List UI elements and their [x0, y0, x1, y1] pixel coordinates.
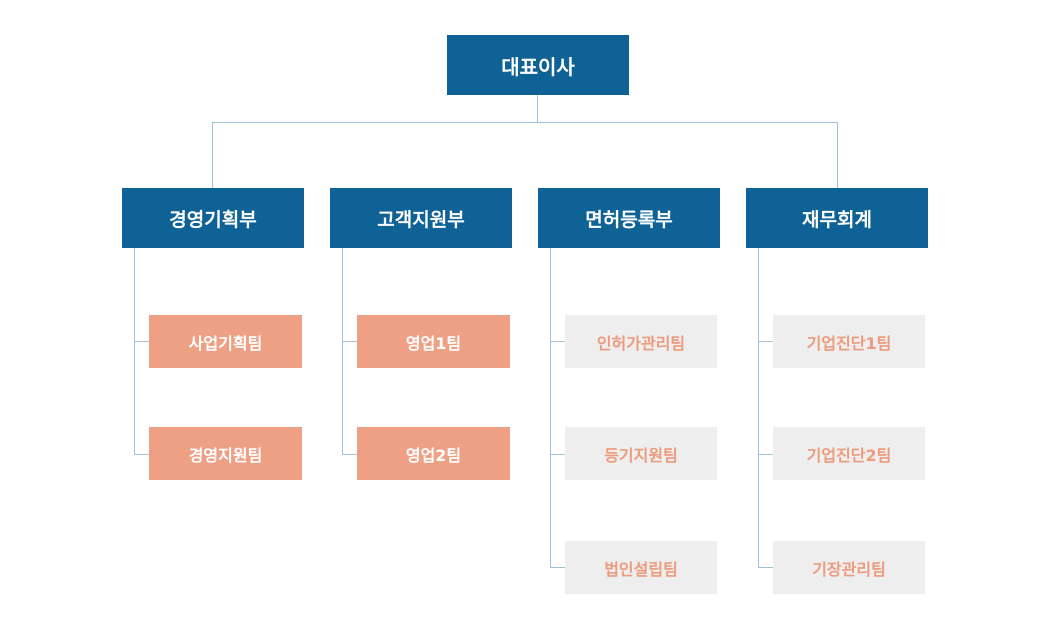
- connector-dept-1-vertical: [134, 248, 135, 455]
- connector-team-1-2: [134, 454, 149, 455]
- connector-team-1-1: [134, 341, 149, 342]
- connector-dept-3-vertical: [550, 248, 551, 568]
- team-label: 기업진단1팀: [806, 333, 892, 353]
- team-box: 기업진단2팀: [773, 427, 925, 480]
- team-box: 영업1팀: [357, 315, 510, 368]
- team-label: 영업2팀: [405, 445, 462, 465]
- connector-team-2-1: [342, 341, 357, 342]
- team-label: 법인설립팀: [604, 559, 678, 579]
- dept-label: 고객지원부: [377, 208, 465, 231]
- connector-team-4-2: [758, 454, 773, 455]
- team-label: 경영지원팀: [188, 445, 263, 465]
- connector-dept-4-down: [837, 122, 838, 188]
- connector-dept-1-down: [212, 122, 213, 188]
- team-label: 인허가관리팀: [596, 333, 686, 353]
- team-box: 영업2팀: [357, 427, 510, 480]
- connector-horizontal-bus: [212, 122, 838, 123]
- connector-team-2-2: [342, 454, 357, 455]
- team-box: 기업진단1팀: [773, 315, 925, 368]
- connector-dept-2-vertical: [342, 248, 343, 455]
- team-box: 인허가관리팀: [565, 315, 717, 368]
- team-box: 경영지원팀: [149, 427, 302, 480]
- dept-box-management-planning: 경영기획부: [122, 188, 304, 248]
- connector-team-3-2: [550, 454, 565, 455]
- dept-label: 면허등록부: [585, 208, 673, 231]
- team-box: 기장관리팀: [773, 541, 925, 594]
- ceo-box: 대표이사: [447, 35, 629, 95]
- dept-label: 경영기획부: [169, 208, 257, 231]
- team-label: 기업진단2팀: [806, 445, 892, 465]
- ceo-label: 대표이사: [501, 54, 575, 79]
- team-label: 등기지원팀: [604, 445, 678, 465]
- team-label: 기장관리팀: [812, 559, 886, 579]
- team-box: 사업기획팀: [149, 315, 302, 368]
- connector-team-3-1: [550, 341, 565, 342]
- team-box: 법인설립팀: [565, 541, 717, 594]
- dept-box-customer-support: 고객지원부: [330, 188, 512, 248]
- connector-ceo-down: [537, 95, 538, 123]
- connector-team-3-3: [550, 567, 565, 568]
- dept-box-finance-accounting: 재무회계: [746, 188, 928, 248]
- connector-team-4-3: [758, 567, 773, 568]
- dept-label: 재무회계: [802, 208, 872, 231]
- team-box: 등기지원팀: [565, 427, 717, 480]
- dept-box-license-registration: 면허등록부: [538, 188, 720, 248]
- connector-dept-4-vertical: [758, 248, 759, 568]
- team-label: 사업기획팀: [188, 333, 263, 353]
- connector-team-4-1: [758, 341, 773, 342]
- team-label: 영업1팀: [405, 333, 462, 353]
